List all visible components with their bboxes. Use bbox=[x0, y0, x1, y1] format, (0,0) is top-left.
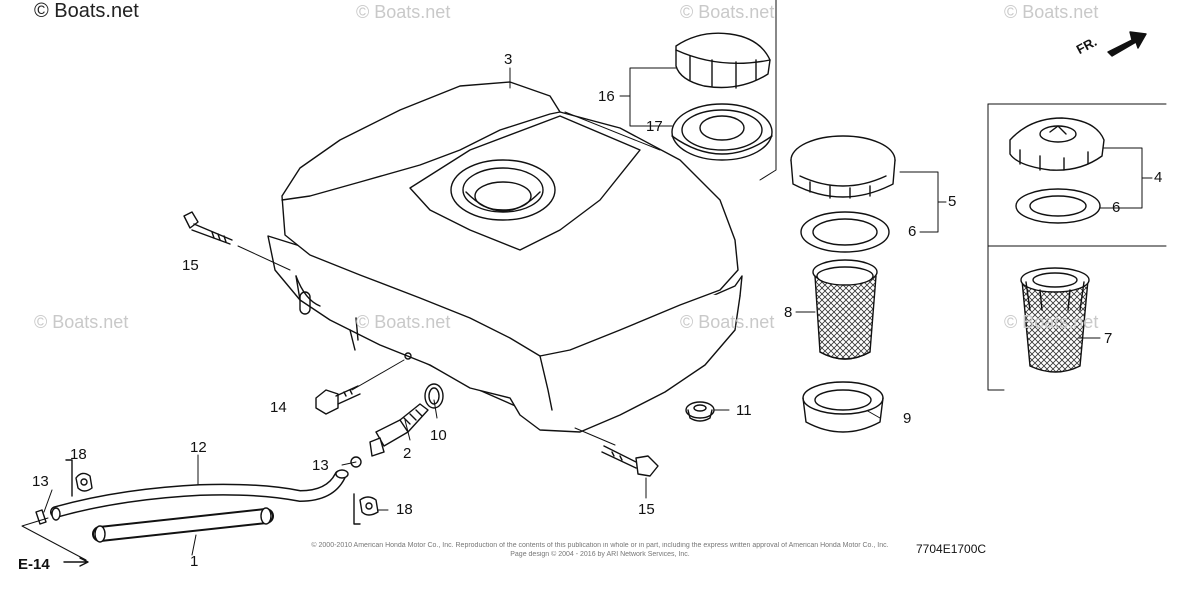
callout-5[interactable]: 5 bbox=[948, 193, 957, 210]
callout-2[interactable]: 2 bbox=[403, 445, 412, 462]
callout-10[interactable]: 10 bbox=[430, 427, 447, 444]
strainer-7 bbox=[1020, 267, 1090, 373]
strainer-8 bbox=[812, 259, 878, 360]
watermark-faint: © Boats.net bbox=[356, 2, 451, 22]
callout-4[interactable]: 4 bbox=[1154, 169, 1163, 186]
front-arrow-icon bbox=[1107, 31, 1147, 57]
callout-15[interactable]: 15 bbox=[182, 257, 199, 274]
watermark-faint: © Boats.net bbox=[1004, 312, 1099, 332]
watermark-faint: © Boats.net bbox=[34, 312, 129, 332]
callout-6[interactable]: 6 bbox=[1112, 199, 1121, 216]
callout-15[interactable]: 15 bbox=[638, 501, 655, 518]
clamp-18-left bbox=[65, 459, 93, 497]
bolt-15-upper bbox=[183, 211, 233, 245]
leader-lines bbox=[21, 67, 1153, 561]
cap-5 bbox=[790, 135, 896, 199]
bolt-15-lower bbox=[601, 445, 659, 477]
fuel-tank bbox=[267, 81, 743, 433]
callout-12[interactable]: 12 bbox=[190, 439, 207, 456]
copyright-line-1: © 2000-2010 American Honda Motor Co., In… bbox=[311, 542, 889, 549]
alt-parts-box bbox=[987, 103, 1167, 391]
callout-13[interactable]: 13 bbox=[312, 457, 329, 474]
filler-cap-16 bbox=[675, 32, 771, 89]
callout-9[interactable]: 9 bbox=[903, 410, 912, 427]
fuel-tube-1 bbox=[92, 507, 274, 543]
gasket-6-right bbox=[1015, 188, 1101, 224]
watermark-main: © Boats.net bbox=[34, 0, 139, 22]
diagram-code: 7704E1700C bbox=[916, 542, 987, 556]
watermark-faint: © Boats.net bbox=[1004, 2, 1099, 22]
callout-18[interactable]: 18 bbox=[396, 501, 413, 518]
fuel-tube-12 bbox=[50, 469, 349, 521]
callout-1[interactable]: 1 bbox=[190, 553, 199, 570]
cap-4 bbox=[1009, 117, 1105, 171]
callout-7[interactable]: 7 bbox=[1104, 330, 1113, 347]
callout-13[interactable]: 13 bbox=[32, 473, 49, 490]
callout-16[interactable]: 16 bbox=[598, 88, 615, 105]
watermark-faint: © Boats.net bbox=[680, 2, 775, 22]
callout-18[interactable]: 18 bbox=[70, 446, 87, 463]
fuel-cock-2 bbox=[369, 403, 429, 457]
clip-13 bbox=[350, 456, 362, 468]
gasket-17 bbox=[671, 103, 773, 161]
callout-14[interactable]: 14 bbox=[270, 399, 287, 416]
ring-9 bbox=[802, 381, 884, 433]
plug-11 bbox=[685, 401, 715, 422]
callout-6[interactable]: 6 bbox=[908, 223, 917, 240]
clamp-18-right bbox=[353, 493, 379, 525]
callout-17[interactable]: 17 bbox=[646, 118, 663, 135]
callout-11[interactable]: 11 bbox=[736, 402, 752, 419]
bolt-14 bbox=[315, 385, 361, 415]
gasket-6-center bbox=[800, 211, 890, 253]
copyright-line-2: Page design © 2004 - 2016 by ARI Network… bbox=[510, 551, 690, 558]
callout-3[interactable]: 3 bbox=[504, 51, 513, 68]
section-reference[interactable]: E-14 bbox=[18, 556, 50, 573]
section-ref-arrow-icon bbox=[63, 557, 89, 567]
watermark-faint: © Boats.net bbox=[356, 312, 451, 332]
watermark-faint: © Boats.net bbox=[680, 312, 775, 332]
clip-13-left bbox=[35, 509, 47, 525]
callout-8[interactable]: 8 bbox=[784, 304, 793, 321]
o-ring-10 bbox=[424, 383, 444, 409]
